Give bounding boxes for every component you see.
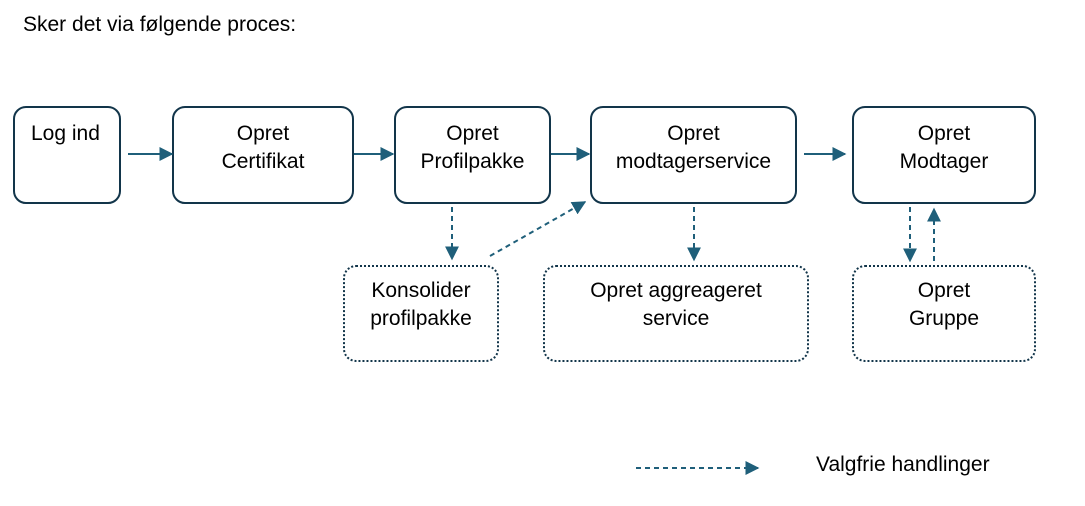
step-label: Opret bbox=[917, 279, 971, 302]
step-label: Opret bbox=[917, 122, 971, 145]
step-label: Modtager bbox=[899, 150, 989, 173]
step-opret-modtager: Opret Modtager bbox=[852, 106, 1036, 204]
step-label: Profilpakke bbox=[420, 150, 525, 173]
step-label: modtagerservice bbox=[615, 150, 772, 173]
optional-step-opret-aggregeret-service: Opret aggreageret service bbox=[543, 265, 809, 362]
legend-label: Valgfrie handlinger bbox=[816, 453, 990, 476]
step-label: Log ind bbox=[31, 122, 100, 145]
step-label: Gruppe bbox=[908, 307, 980, 330]
step-label: profilpakke bbox=[370, 307, 472, 330]
step-label: Opret bbox=[236, 122, 290, 145]
step-label: service bbox=[642, 307, 710, 330]
arrow-konsolider-to-modtagerservice bbox=[489, 201, 587, 257]
optional-step-konsolider-profilpakke: Konsolider profilpakke bbox=[343, 265, 499, 362]
step-log-ind: Log ind bbox=[13, 106, 121, 204]
step-opret-profilpakke: Opret Profilpakke bbox=[394, 106, 551, 204]
step-label: Certifikat bbox=[221, 150, 305, 173]
step-label: Opret bbox=[446, 122, 499, 145]
page-intro: Sker det via følgende proces: bbox=[23, 13, 297, 36]
step-opret-modtagerservice: Opret modtagerservice bbox=[590, 106, 797, 204]
step-label: Konsolider bbox=[371, 279, 471, 302]
step-opret-certifikat: Opret Certifikat bbox=[172, 106, 354, 204]
optional-step-opret-gruppe: Opret Gruppe bbox=[852, 265, 1036, 362]
step-label: Opret aggreageret bbox=[590, 279, 762, 302]
step-label: Opret bbox=[667, 122, 720, 145]
